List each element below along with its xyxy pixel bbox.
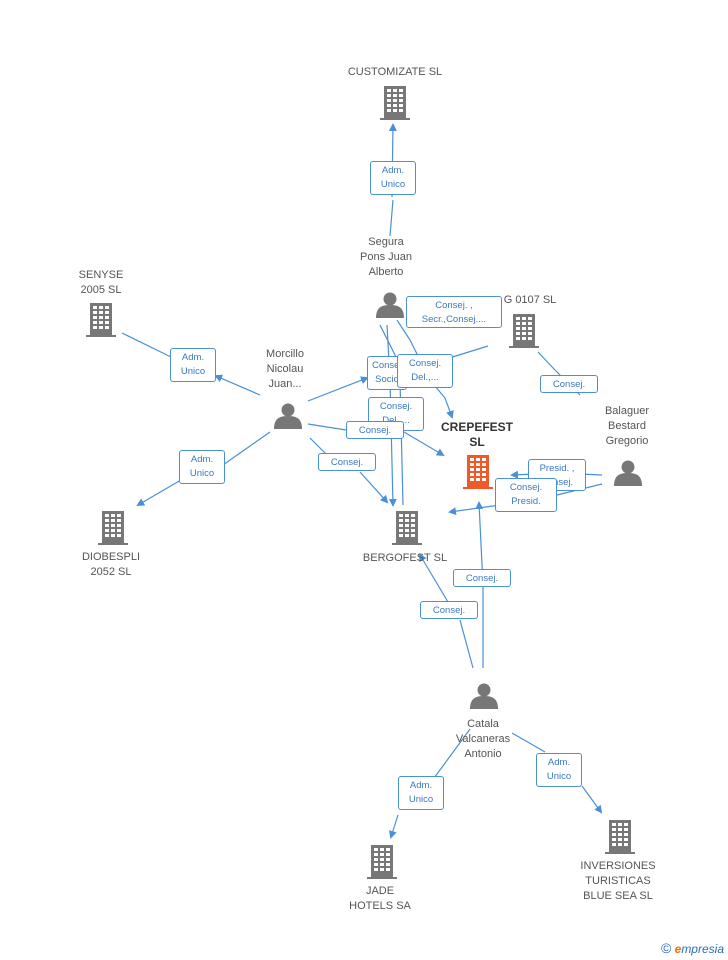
company-label-inversiones[interactable]: INVERSIONES TURISTICAS BLUE SEA SL: [580, 860, 656, 902]
company-building-icon[interactable]: [509, 314, 539, 348]
role-badge[interactable]: Adm. Unico: [398, 776, 444, 810]
person-label-segura[interactable]: Segura Pons Juan Alberto: [360, 236, 412, 278]
role-badge[interactable]: Consej.: [318, 453, 376, 471]
person-icon[interactable]: [614, 460, 642, 487]
company-label-jade[interactable]: JADE HOTELS SA: [349, 885, 411, 912]
company-building-icon[interactable]: [392, 511, 422, 545]
person-label-catala[interactable]: Catala Valcaneras Antonio: [455, 718, 511, 760]
role-badge[interactable]: Consej.: [346, 421, 404, 439]
company-label-diobespli[interactable]: DIOBESPLI 2052 SL: [81, 551, 141, 578]
company-building-icon[interactable]: [605, 820, 635, 854]
role-badge[interactable]: Adm. Unico: [179, 450, 225, 484]
person-label-morcillo[interactable]: Morcillo Nicolau Juan...: [266, 348, 304, 390]
company-label-crepefest[interactable]: CREPEFEST SL: [440, 420, 513, 449]
role-badge[interactable]: Consej. Presid.: [495, 478, 557, 512]
footer-brand: © empresia: [661, 940, 724, 956]
edge-line: [222, 431, 271, 466]
role-badge[interactable]: Consej.: [420, 601, 478, 619]
node-icons: [86, 86, 642, 879]
brand-e: e: [674, 942, 682, 956]
edge-line: [403, 431, 445, 457]
edge-line: [214, 374, 261, 396]
edge-line: [121, 332, 172, 358]
person-icon[interactable]: [376, 292, 404, 319]
edge-line: [307, 376, 369, 402]
role-badge[interactable]: Adm. Unico: [370, 161, 416, 195]
role-badge[interactable]: Consej. Del.,...: [397, 354, 453, 388]
edge-line: [389, 199, 394, 237]
edge-line: [511, 732, 546, 753]
edge-line: [459, 619, 474, 669]
edge-line: [418, 553, 449, 603]
company-building-icon[interactable]: [367, 845, 397, 879]
company-label-customizate[interactable]: CUSTOMIZATE SL: [347, 66, 443, 78]
brand-name: mpresia: [681, 942, 724, 956]
company-building-icon[interactable]: [380, 86, 410, 120]
edge-line: [359, 471, 389, 504]
company-building-icon[interactable]: [463, 455, 493, 489]
company-building-icon[interactable]: [98, 511, 128, 545]
edge-line: [136, 479, 182, 507]
role-badge[interactable]: Consej.: [540, 375, 598, 393]
role-badge[interactable]: Consej. , Secr.,Consej....: [406, 296, 502, 328]
copyright-symbol: ©: [660, 940, 672, 956]
company-building-icon[interactable]: [86, 303, 116, 337]
person-icon[interactable]: [274, 403, 302, 430]
person-label-balaguer[interactable]: Balaguer Bestard Gregorio: [604, 405, 650, 447]
person-icon[interactable]: [470, 683, 498, 710]
role-badge[interactable]: Adm. Unico: [536, 753, 582, 787]
edge-line: [581, 785, 603, 814]
role-badge[interactable]: Adm. Unico: [170, 348, 216, 382]
role-badge[interactable]: Consej.: [453, 569, 511, 587]
edge-line: [307, 423, 347, 431]
company-label-bergofest[interactable]: BERGOFEST SL: [362, 552, 448, 564]
edge-line: [389, 814, 399, 839]
company-label-g0107[interactable]: G 0107 SL: [503, 294, 557, 306]
company-label-senyse[interactable]: SENYSE 2005 SL: [78, 269, 124, 296]
